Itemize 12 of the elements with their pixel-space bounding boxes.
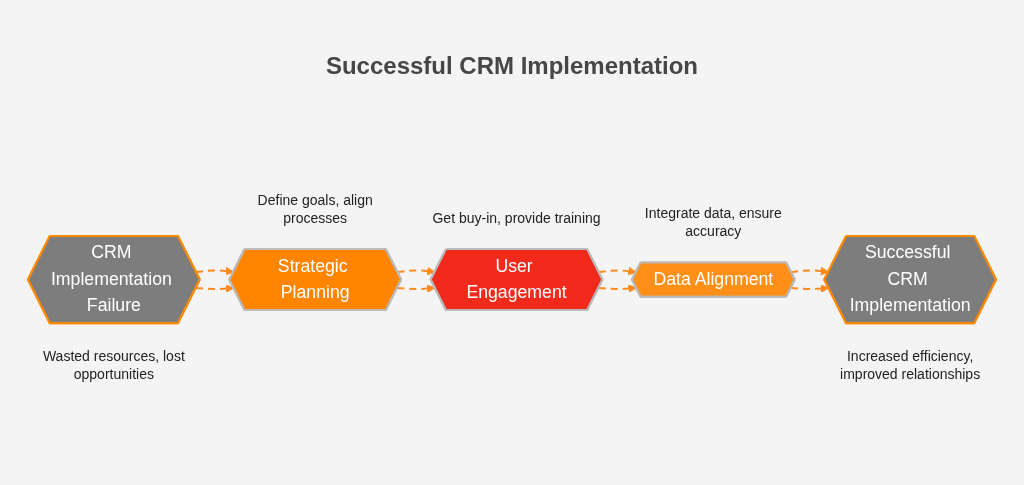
arrow [790,284,830,293]
arrow [598,266,637,276]
note-text: Wasted resources, lost opportunities [41,347,186,384]
arrow [396,266,436,276]
note-text: Get buy-in, provide training [431,209,602,228]
arrow [195,284,235,293]
arrow [396,284,436,293]
diagram-title: Successful CRM Implementation [324,52,700,80]
arrow [598,284,637,293]
note-text: Increased efficiency, improved relationships [839,347,982,384]
note-text: Define goals, align processes [256,191,374,228]
note-text: Integrate data, ensure accuracy [643,204,783,241]
